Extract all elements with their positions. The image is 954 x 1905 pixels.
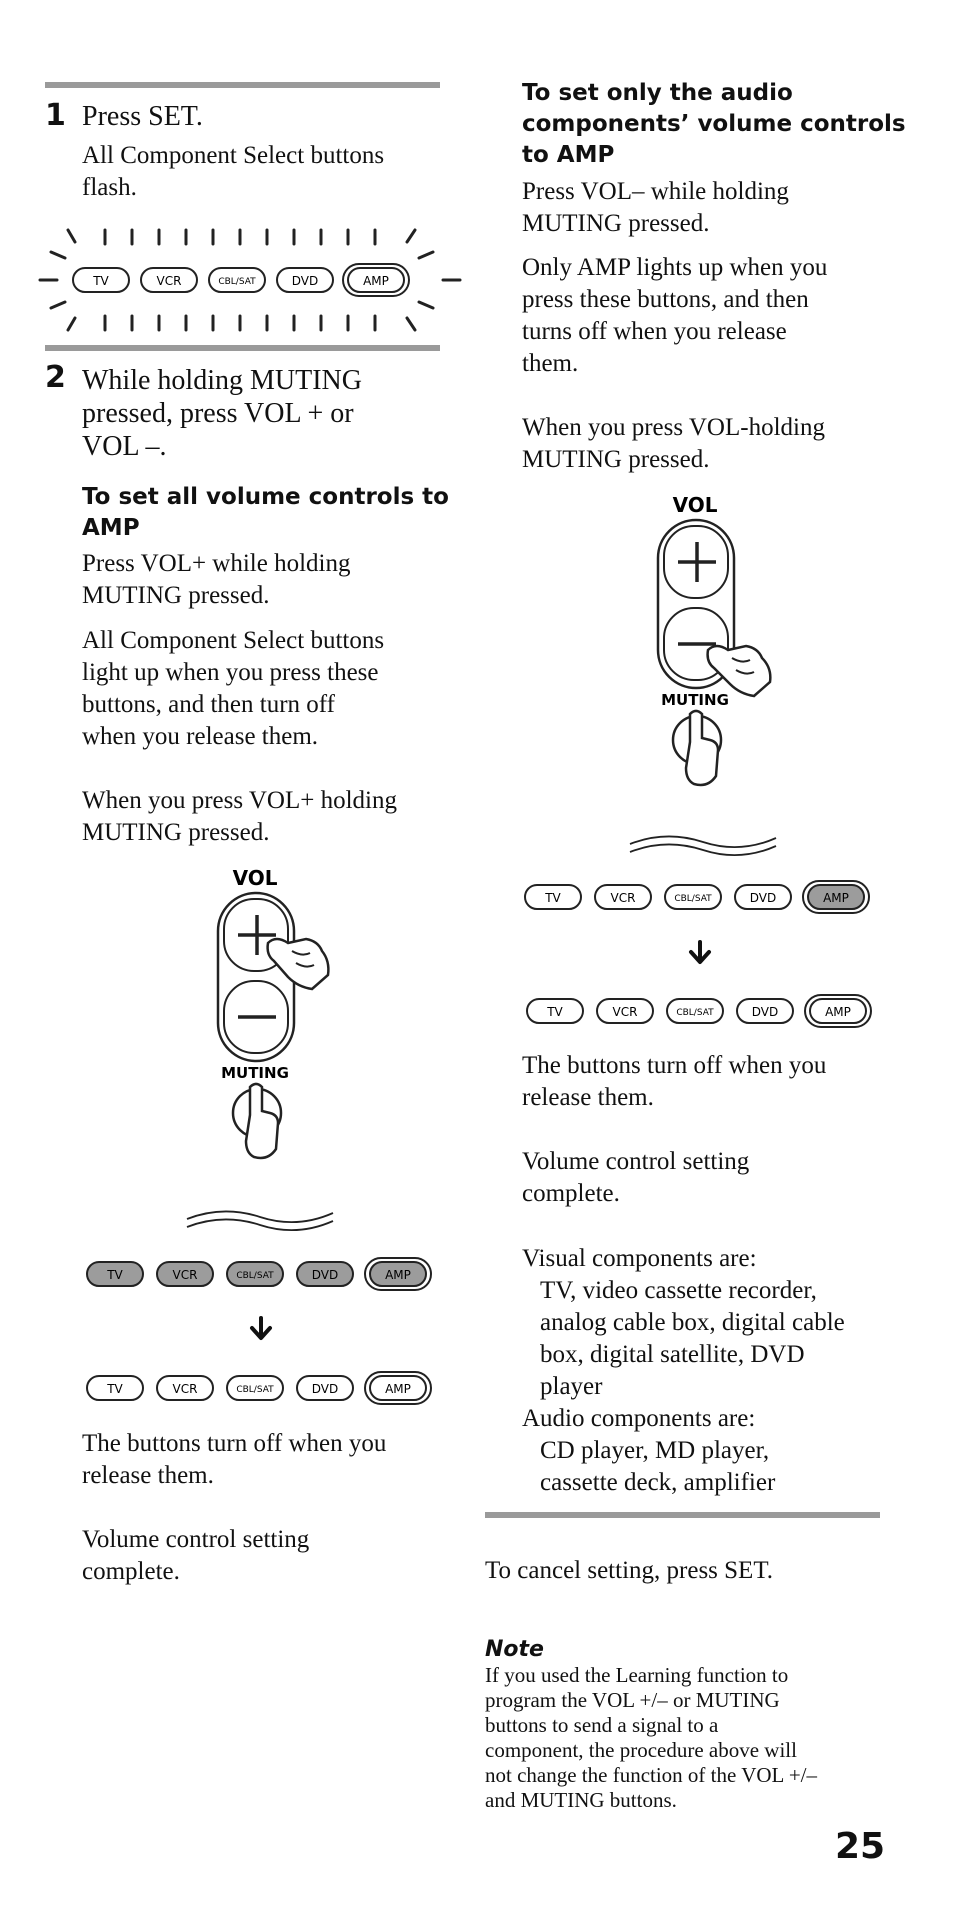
left-heading: To set all volume controls to AMP bbox=[82, 484, 449, 541]
svg-text:DVD: DVD bbox=[750, 891, 776, 905]
down-arrow-left bbox=[250, 1316, 272, 1340]
muting-label: MUTING bbox=[221, 1064, 289, 1082]
separator-wave-right bbox=[629, 835, 777, 857]
svg-text:DVD: DVD bbox=[312, 1382, 338, 1396]
step-1-number: 1 bbox=[45, 98, 66, 133]
step-divider-left bbox=[45, 345, 440, 351]
svg-text:VCR: VCR bbox=[173, 1382, 198, 1396]
right-heading: To set only the audio components’ volume… bbox=[522, 80, 906, 168]
left-para-3: When you press VOL+ holding MUTING press… bbox=[82, 787, 397, 846]
visual-item: player bbox=[540, 1373, 603, 1400]
svg-text:TV: TV bbox=[92, 274, 109, 288]
cancel-instruction: To cancel setting, press SET. bbox=[485, 1557, 773, 1584]
step-1-title: Press SET. bbox=[82, 101, 203, 132]
svg-text:CBL/SAT: CBL/SAT bbox=[218, 277, 256, 287]
audio-item: CD player, MD player, bbox=[540, 1437, 770, 1464]
svg-text:CBL/SAT: CBL/SAT bbox=[676, 1008, 714, 1018]
svg-text:CBL/SAT: CBL/SAT bbox=[236, 1385, 274, 1395]
vol-label: VOL bbox=[673, 493, 718, 517]
buttons-off-left: TV VCR CBL/SAT DVD AMP bbox=[86, 1371, 432, 1405]
separator-wave-left bbox=[186, 1210, 334, 1232]
step-2-title: While holding MUTING pressed, press VOL … bbox=[82, 365, 362, 462]
visual-item: TV, video cassette recorder, bbox=[540, 1277, 817, 1304]
svg-text:VCR: VCR bbox=[613, 1005, 638, 1019]
page-number: 25 bbox=[835, 1826, 886, 1867]
audio-item: cassette deck, amplifier bbox=[540, 1469, 776, 1496]
svg-text:AMP: AMP bbox=[385, 1268, 411, 1282]
left-para-1: Press VOL+ while holding MUTING pressed. bbox=[82, 550, 351, 609]
right-para-1: Press VOL– while holding MUTING pressed. bbox=[522, 178, 789, 237]
left-para-4: The buttons turn off when you release th… bbox=[82, 1430, 387, 1489]
svg-text:CBL/SAT: CBL/SAT bbox=[674, 894, 712, 904]
svg-text:VCR: VCR bbox=[157, 274, 182, 288]
svg-text:AMP: AMP bbox=[825, 1005, 851, 1019]
vol-label: VOL bbox=[233, 866, 278, 890]
flashing-buttons-illustration: TV VCR CBL/SAT DVD AMP bbox=[38, 228, 462, 332]
component-lists: Visual components are: TV, video cassett… bbox=[522, 1243, 845, 1499]
remote-vol-plus-illustration: VOL MUTING bbox=[216, 866, 330, 1160]
right-para-3: When you press VOL-holding MUTING presse… bbox=[522, 414, 825, 473]
svg-text:AMP: AMP bbox=[385, 1382, 411, 1396]
step-1-desc: All Component Select buttons flash. bbox=[82, 142, 385, 201]
svg-text:DVD: DVD bbox=[292, 274, 318, 288]
svg-text:AMP: AMP bbox=[823, 891, 849, 905]
audio-components-label: Audio components are: bbox=[522, 1405, 756, 1432]
visual-item: analog cable box, digital cable bbox=[540, 1309, 845, 1336]
svg-text:AMP: AMP bbox=[363, 274, 389, 288]
note-body: If you used the Learning function to pro… bbox=[485, 1663, 818, 1812]
svg-text:DVD: DVD bbox=[312, 1268, 338, 1282]
buttons-off-right: TV VCR CBL/SAT DVD AMP bbox=[526, 994, 872, 1028]
svg-text:CBL/SAT: CBL/SAT bbox=[236, 1271, 274, 1281]
remote-vol-minus-illustration: VOL MUTING bbox=[656, 493, 772, 787]
component-buttons-row: TV VCR CBL/SAT DVD AMP bbox=[72, 263, 410, 297]
buttons-all-lit: TV VCR CBL/SAT DVD AMP bbox=[86, 1257, 432, 1291]
step-2-number: 2 bbox=[45, 360, 66, 395]
muting-label: MUTING bbox=[661, 691, 729, 709]
svg-text:VCR: VCR bbox=[611, 891, 636, 905]
svg-text:TV: TV bbox=[106, 1382, 123, 1396]
buttons-amp-lit: TV VCR CBL/SAT DVD AMP bbox=[524, 880, 870, 914]
top-rule-left bbox=[45, 82, 440, 88]
note-title: Note bbox=[485, 1637, 544, 1662]
flash-rays bbox=[38, 228, 462, 332]
svg-text:TV: TV bbox=[106, 1268, 123, 1282]
svg-text:VCR: VCR bbox=[173, 1268, 198, 1282]
left-para-5: Volume control setting complete. bbox=[82, 1526, 310, 1585]
svg-text:TV: TV bbox=[544, 891, 561, 905]
right-para-4: The buttons turn off when you release th… bbox=[522, 1052, 827, 1111]
left-para-2: All Component Select buttons light up wh… bbox=[82, 627, 385, 750]
bottom-rule-right bbox=[485, 1512, 880, 1518]
right-para-5: Volume control setting complete. bbox=[522, 1148, 750, 1207]
visual-item: box, digital satellite, DVD bbox=[540, 1341, 805, 1368]
down-arrow-right bbox=[689, 940, 711, 964]
svg-text:TV: TV bbox=[546, 1005, 563, 1019]
svg-text:DVD: DVD bbox=[752, 1005, 778, 1019]
visual-components-label: Visual components are: bbox=[522, 1245, 757, 1272]
right-para-2: Only AMP lights up when you press these … bbox=[522, 254, 828, 377]
